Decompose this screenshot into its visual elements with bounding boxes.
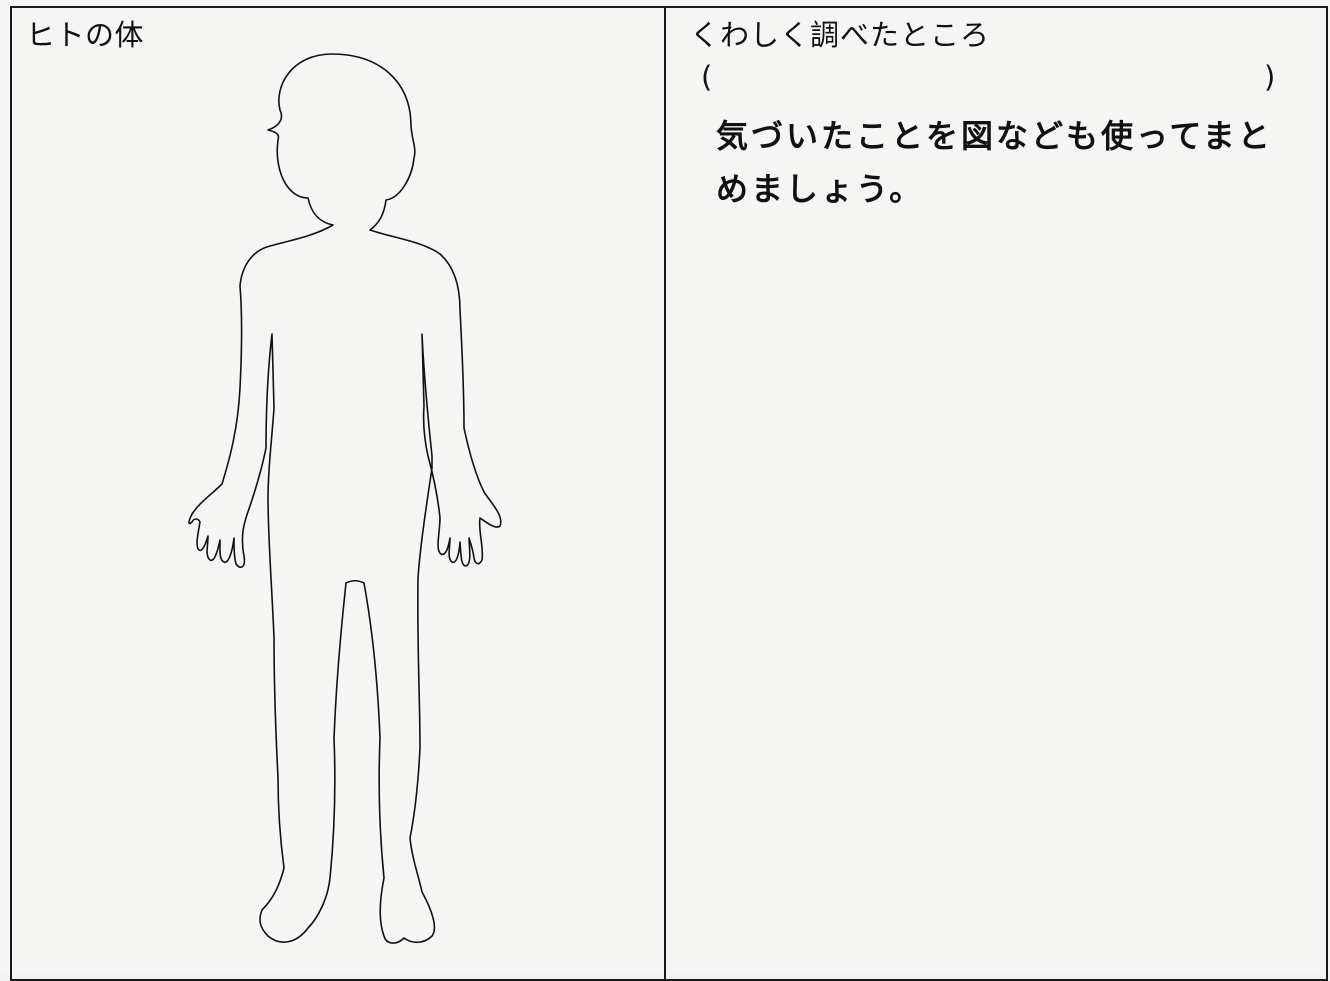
topic-paren-close: ) (1264, 60, 1276, 94)
human-body-outline-icon (188, 48, 508, 953)
summary-instruction: 気づいたことを図なども使ってまと めましょう。 (716, 117, 1273, 208)
human-body-outline (188, 53, 502, 944)
research-panel-title: くわしく調べたところ (690, 18, 991, 52)
panel-divider (664, 6, 666, 981)
body-panel-title: ヒトの体 (26, 18, 145, 52)
topic-paren-open: ( (701, 60, 713, 94)
notes-writing-area[interactable] (680, 220, 1310, 960)
